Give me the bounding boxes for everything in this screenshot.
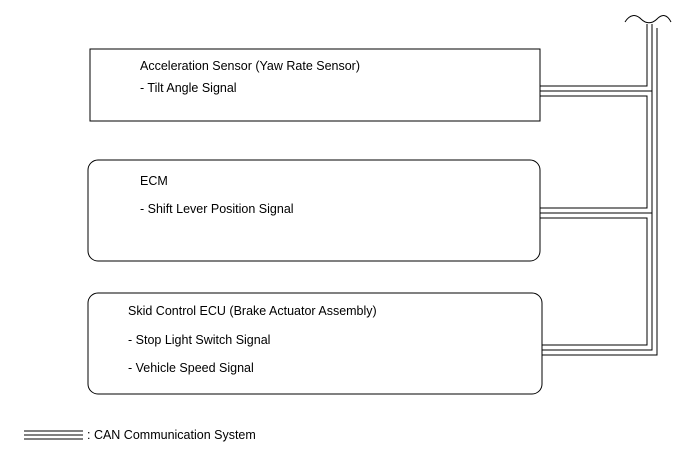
- acceleration-sensor-box: [89, 48, 541, 122]
- can-bus-line-middle: [540, 24, 653, 351]
- stop-light-switch-signal: - Stop Light Switch Signal: [128, 333, 270, 347]
- can-legend-symbol: [24, 430, 83, 440]
- can-bus-line-inner-2: [540, 95, 648, 209]
- ecm-box: [87, 159, 541, 262]
- vehicle-speed-signal: - Vehicle Speed Signal: [128, 361, 254, 375]
- can-bus-lines: [540, 15, 672, 356]
- can-bus-line-inner-3: [540, 217, 648, 346]
- can-bus-line-inner-1: [540, 24, 648, 87]
- can-bus-line-outer: [542, 28, 658, 356]
- legend: : CAN Communication System: [24, 428, 256, 442]
- legend-label: : CAN Communication System: [87, 428, 256, 442]
- acceleration-sensor-block: Acceleration Sensor (Yaw Rate Sensor) - …: [89, 48, 541, 122]
- ecm-block: ECM - Shift Lever Position Signal: [87, 159, 541, 262]
- skid-control-ecu-block: Skid Control ECU (Brake Actuator Assembl…: [87, 292, 543, 395]
- skid-control-ecu-box: [87, 292, 543, 395]
- skid-control-ecu-title: Skid Control ECU (Brake Actuator Assembl…: [128, 304, 377, 318]
- ecm-title: ECM: [140, 174, 168, 188]
- shift-lever-position-signal: - Shift Lever Position Signal: [140, 202, 294, 216]
- acceleration-sensor-title: Acceleration Sensor (Yaw Rate Sensor): [140, 59, 360, 73]
- bus-break-symbol: [624, 15, 672, 24]
- tilt-angle-signal: - Tilt Angle Signal: [140, 81, 237, 95]
